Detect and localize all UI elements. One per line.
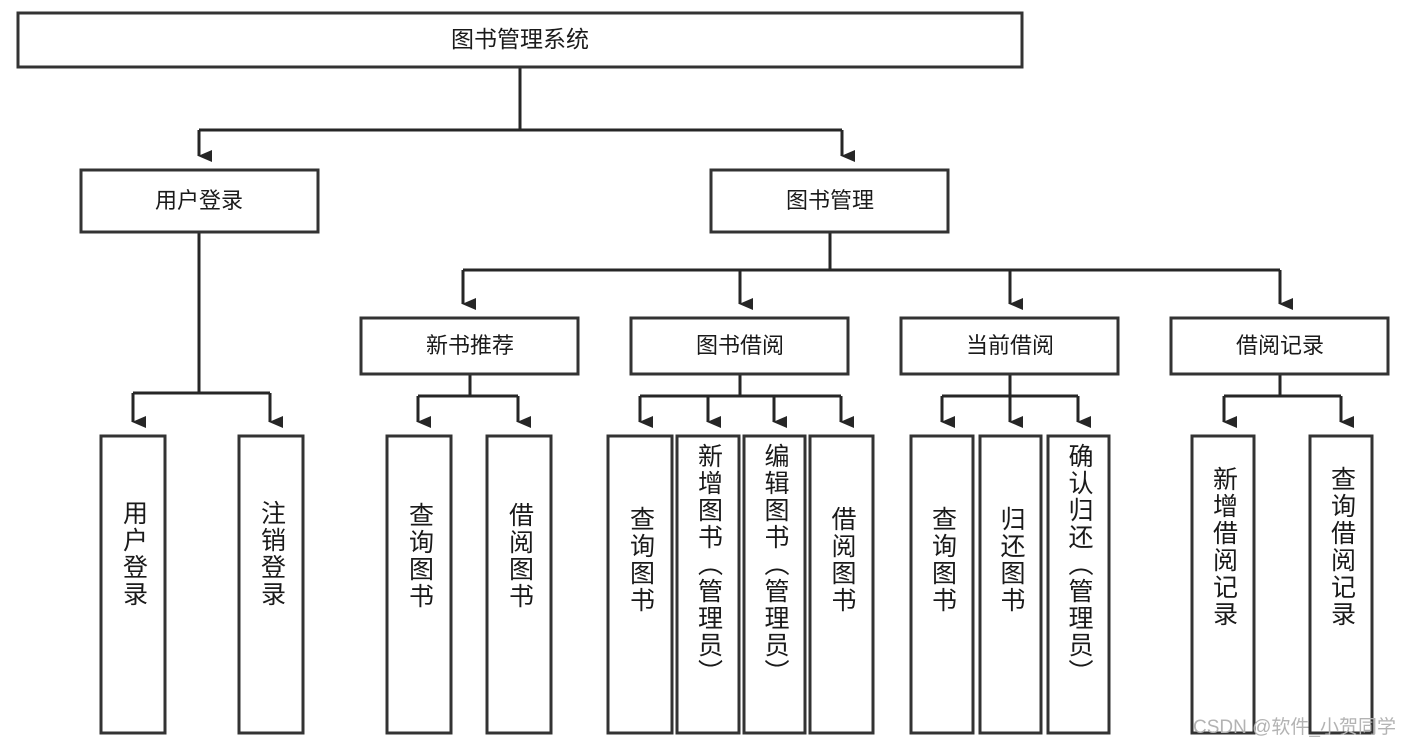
node-user-login[interactable]: 用户登录: [79, 168, 320, 234]
leaf-box-add-record[interactable]: [1190, 434, 1256, 735]
node-book-borrow[interactable]: 图书借阅: [629, 316, 850, 376]
leaf-box-edit-book[interactable]: [742, 434, 807, 735]
csdn-watermark: CSDN @软件_小贺同学: [1193, 717, 1396, 738]
node-root-label: 图书管理系统: [451, 26, 589, 52]
leaf-box-query-book-3[interactable]: [909, 434, 975, 735]
connector-borrowrecord-to-leaves: [1222, 374, 1354, 428]
leaf-box-user-logout[interactable]: [237, 434, 305, 735]
node-current-borrow-label: 当前借阅: [966, 333, 1054, 358]
leaf-box-borrow-book-1[interactable]: [485, 434, 553, 735]
leaf-box-query-record[interactable]: [1308, 434, 1374, 735]
connector-bookborrow-to-leaves: [638, 374, 854, 428]
leaf-box-return-book[interactable]: [978, 434, 1043, 735]
connector-bookmgmt-to-level3: [461, 232, 1293, 310]
node-borrow-record-label: 借阅记录: [1236, 333, 1324, 358]
leaf-box-user-login[interactable]: [99, 434, 167, 735]
node-new-book-recommend-label: 新书推荐: [426, 333, 514, 358]
connector-currentborrow-to-leaves: [940, 374, 1091, 428]
connector-root-to-level2: [197, 67, 855, 162]
node-book-management[interactable]: 图书管理: [709, 168, 950, 234]
node-root[interactable]: 图书管理系统: [16, 11, 1024, 69]
node-book-borrow-label: 图书借阅: [696, 333, 784, 358]
leaf-box-borrow-book-2[interactable]: [808, 434, 875, 735]
leaf-box-add-book[interactable]: [675, 434, 741, 735]
leaf-box-query-book-1[interactable]: [385, 434, 453, 735]
node-borrow-record[interactable]: 借阅记录: [1169, 316, 1390, 376]
leaf-boxes: [99, 434, 1374, 735]
connector-userlogin-to-leaves: [131, 232, 283, 428]
node-user-login-label: 用户登录: [155, 188, 243, 213]
leaf-box-query-book-2[interactable]: [606, 434, 674, 735]
connector-newbook-to-leaves: [416, 374, 531, 428]
node-book-management-label: 图书管理: [786, 188, 874, 213]
node-current-borrow[interactable]: 当前借阅: [899, 316, 1120, 376]
leaf-box-confirm-return[interactable]: [1046, 434, 1111, 735]
node-new-book-recommend[interactable]: 新书推荐: [359, 316, 580, 376]
